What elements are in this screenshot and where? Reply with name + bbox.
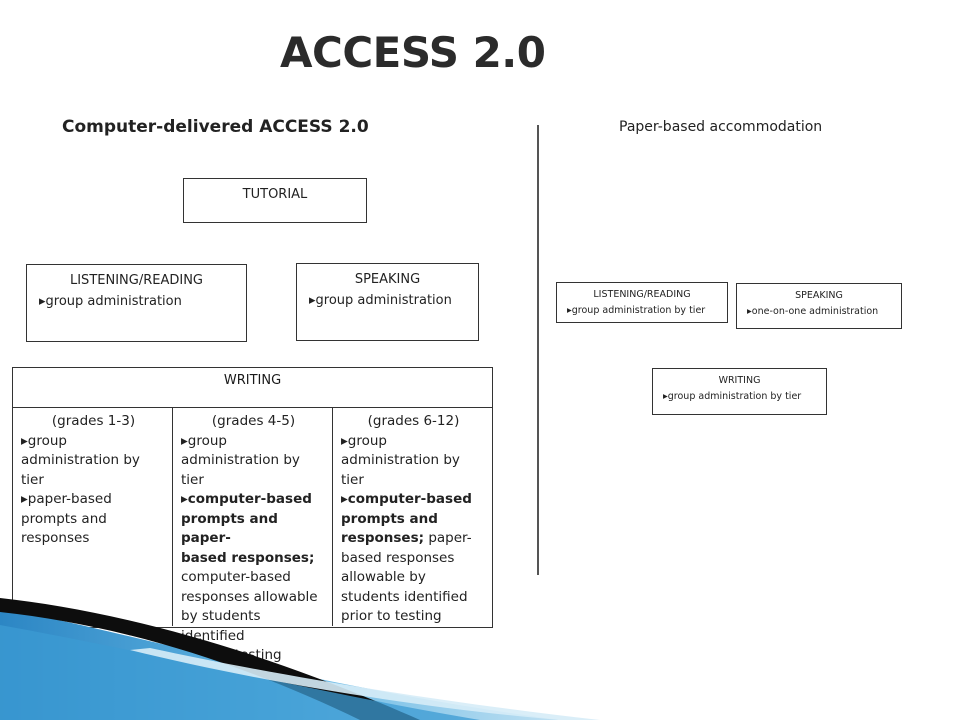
computer-delivered-heading: Computer-delivered ACCESS 2.0 [62,117,369,137]
col-line: ▸group [21,432,67,449]
col-line-bold: prompts and [341,510,438,527]
grade-label: (grades 1-3) [51,413,136,429]
col-line: responses allowable [181,588,318,605]
page-title: ACCESS 2.0 [280,28,546,77]
paper-writing-line: ▸group administration by tier [663,391,802,402]
speaking-box: SPEAKING ▸group administration [296,263,479,341]
col-line-bold: ▸computer-based [181,491,312,507]
writing-title: WRITING [13,368,492,408]
paper-listening-reading-line: ▸group administration by tier [567,305,706,316]
col-line: ▸group [341,432,387,449]
paper-listening-reading-box: LISTENING/READING ▸group administration … [556,282,728,323]
speaking-line: ▸group administration [309,293,452,308]
col-line-mixed: responses; paper- [341,529,486,549]
col-line: administration by tier [181,452,300,488]
mixed-plain: paper- [424,530,472,546]
swoosh-blue-lower [0,625,480,720]
paper-speaking-line: ▸one-on-one administration [747,306,879,317]
paper-based-heading: Paper-based accommodation [619,119,823,135]
writing-col-grades-1-3: (grades 1-3) ▸group administration by ti… [13,408,173,626]
listening-reading-box: LISTENING/READING ▸group administration [26,264,247,342]
paper-writing-box: WRITING ▸group administration by tier [652,368,827,415]
col-line: students identified [341,588,468,605]
col-line: administration by tier [21,452,140,488]
paper-speaking-title: SPEAKING [795,290,843,301]
col-line: administration by tier [341,452,460,488]
col-line-bold: prompts and paper- [181,510,278,547]
col-line-bold: ▸computer-based [341,491,472,507]
tutorial-label: TUTORIAL [242,187,308,202]
speaking-title: SPEAKING [354,272,421,287]
tutorial-box: TUTORIAL [183,178,367,223]
col-line: based responses [341,549,455,566]
col-line: prior to testing [341,608,442,624]
col-line: by students identified [181,608,261,644]
section-divider [537,125,539,575]
grade-label: (grades 4-5) [211,413,296,429]
writing-table: WRITING (grades 1-3) ▸group administrati… [12,367,493,663]
listening-reading-title: LISTENING/READING [69,273,203,288]
swoosh-light-band [130,648,600,720]
paper-speaking-box: SPEAKING ▸one-on-one administration [736,283,902,329]
paper-writing-title: WRITING [718,375,761,386]
paper-listening-reading-title: LISTENING/READING [593,289,691,300]
col-line-bold: based responses; [181,549,315,566]
writing-col-grades-6-12: (grades 6-12) ▸group administration by t… [333,408,492,626]
col-line: responses [21,530,90,546]
writing-col-grades-4-5: (grades 4-5) ▸group administration by ti… [173,408,333,663]
col-line: allowable by [341,569,426,585]
mixed-bold: responses; [341,530,425,546]
grade-label: (grades 6-12) [367,413,460,429]
listening-reading-line: ▸group administration [39,294,182,309]
col-line: ▸group [181,432,227,449]
col-line: prompts and [21,510,107,527]
decorative-swoosh [0,598,600,720]
col-line: computer-based [181,569,291,585]
col-line: ▸paper-based [21,491,112,507]
